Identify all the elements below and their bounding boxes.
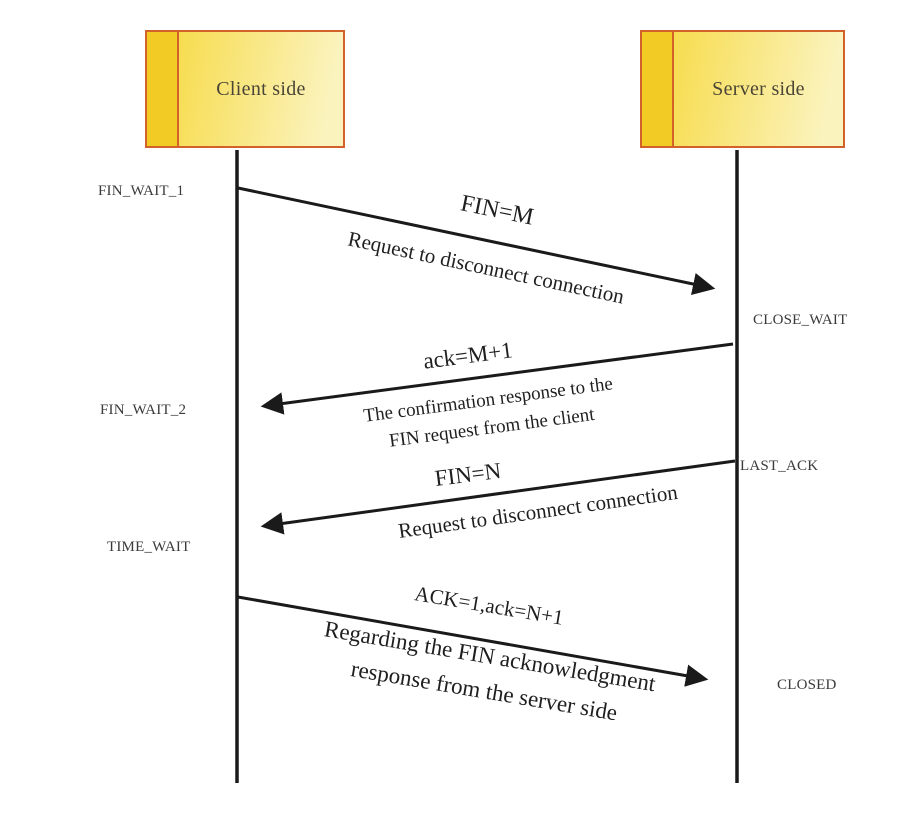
message-arrow-fin-n: [260, 459, 736, 535]
server-actor-label: Server side: [712, 77, 805, 100]
message-arrow-ack-n1: [237, 595, 709, 687]
state-time-wait: TIME_WAIT: [107, 539, 191, 555]
server-box-stripe: [642, 32, 674, 146]
message-arrow-fin-m: [237, 186, 716, 296]
client-actor-box: Client side: [145, 30, 345, 148]
state-closed: CLOSED: [777, 677, 837, 693]
state-last-ack: LAST_ACK: [740, 458, 819, 474]
server-actor-box: Server side: [640, 30, 845, 148]
client-box-stripe: [147, 32, 179, 146]
client-actor-label: Client side: [216, 77, 306, 100]
state-fin-wait-1: FIN_WAIT_1: [98, 183, 185, 199]
message-arrow-ack-m1: [260, 342, 734, 415]
state-fin-wait-2: FIN_WAIT_2: [100, 402, 187, 418]
state-close-wait: CLOSE_WAIT: [753, 312, 848, 328]
